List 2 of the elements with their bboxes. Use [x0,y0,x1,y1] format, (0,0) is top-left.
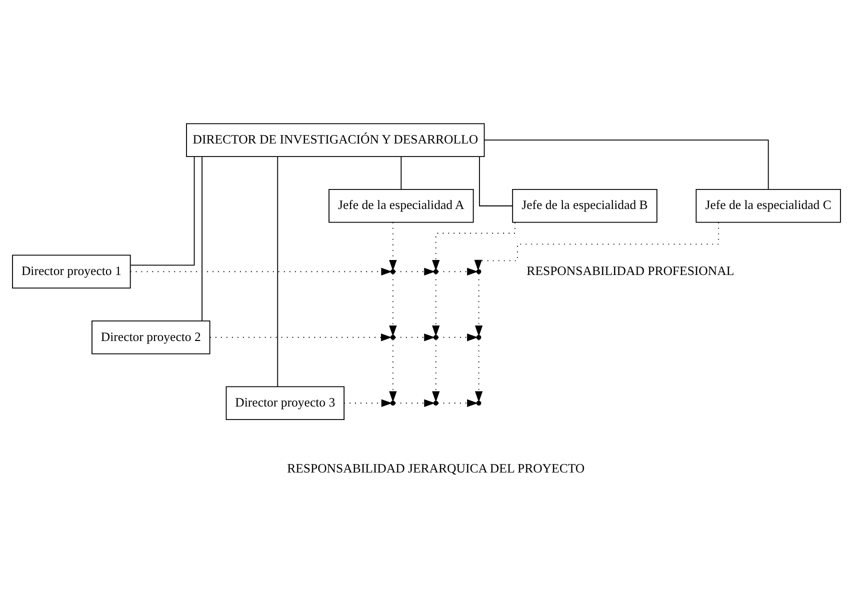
label: RESPONSABILIDAD PROFESIONAL [526,264,734,278]
label: RESPONSABILIDAD JERARQUICA DEL PROYECTO [287,461,585,476]
